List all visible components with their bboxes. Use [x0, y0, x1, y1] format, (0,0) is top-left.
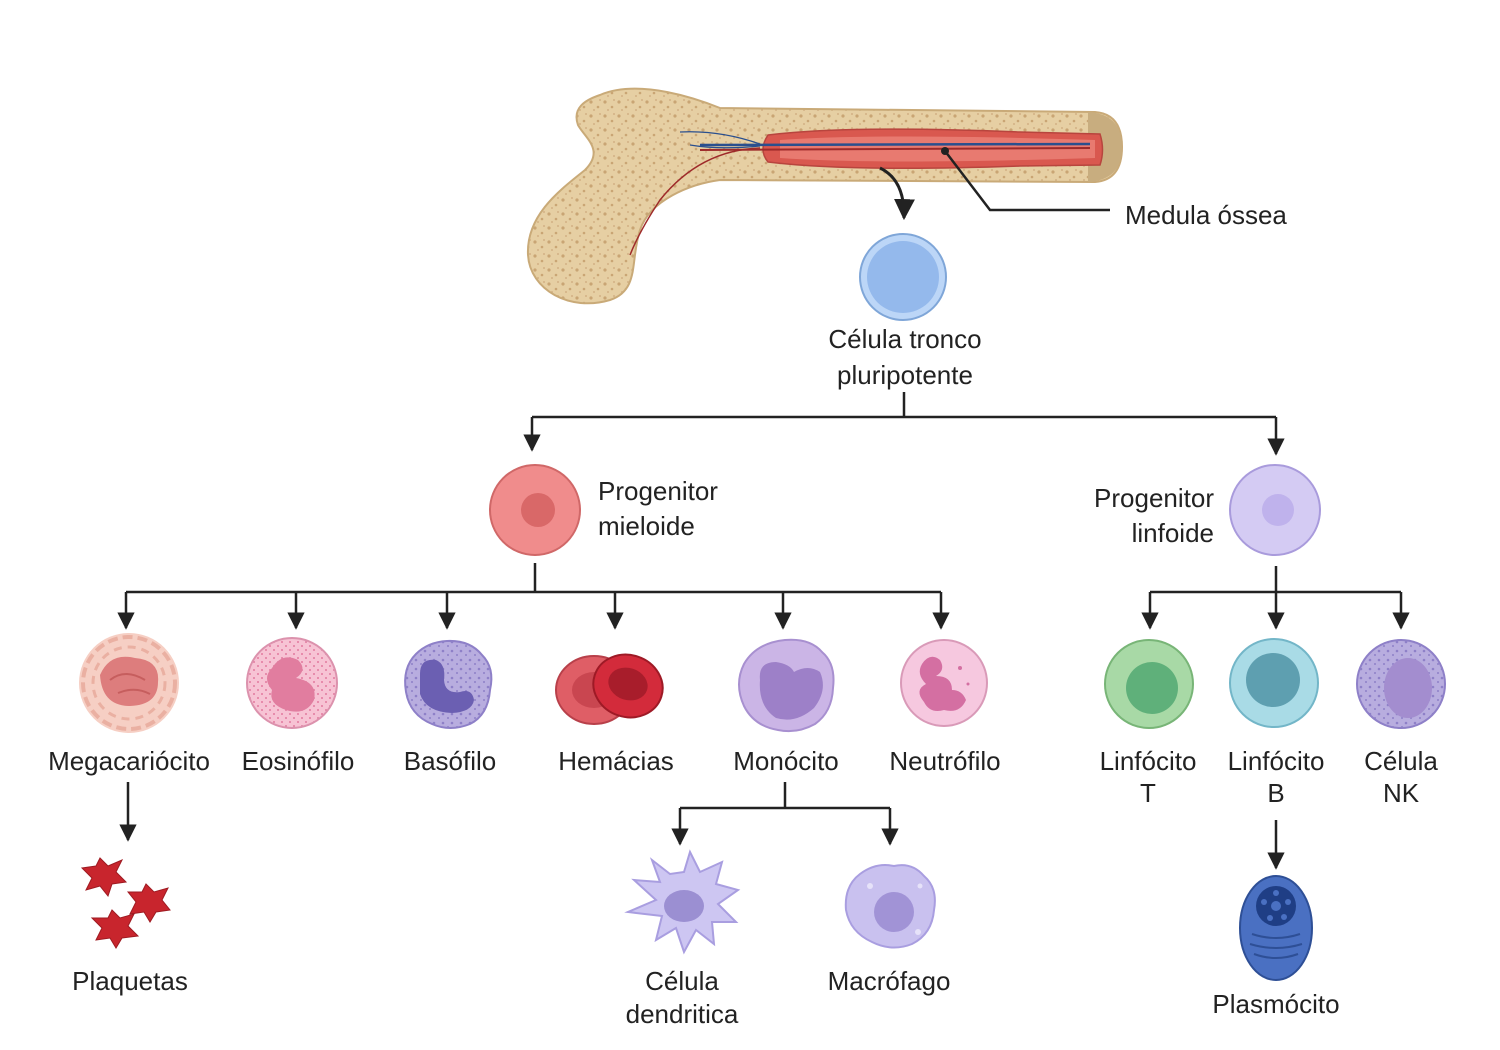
monocyte-icon [738, 638, 835, 733]
bone-marrow-label: Medula óssea [1125, 200, 1287, 230]
neutrophil-icon [900, 639, 988, 727]
monocyte-label: Monócito [733, 746, 839, 776]
stem-cell-label-line2: pluripotente [837, 360, 973, 390]
stem-cell-icon [859, 233, 947, 321]
basophil-label: Basófilo [404, 746, 497, 776]
t-lymphocyte-icon [1104, 639, 1194, 729]
myeloid-progenitor-icon [489, 464, 581, 556]
platelets-icon [80, 857, 171, 949]
nk-cell-icon [1356, 639, 1446, 729]
b-lymphocyte-icon [1229, 638, 1319, 728]
lymphoid-progenitor-icon [1229, 464, 1321, 556]
dendritic-label-line2: dendritica [626, 999, 739, 1029]
lymphoid-label-line2: linfoide [1132, 518, 1214, 548]
dendritic-label-line1: Célula [645, 966, 719, 996]
b-cell-label-line1: Linfócito [1228, 746, 1325, 776]
basophil-icon [404, 639, 493, 729]
nk-cell-label-line2: NK [1383, 778, 1420, 808]
megakaryocyte-icon [79, 633, 179, 733]
eosinophil-label: Eosinófilo [242, 746, 355, 776]
lymphoid-label-line1: Progenitor [1094, 483, 1214, 513]
neutrophil-label: Neutrófilo [889, 746, 1000, 776]
b-cell-label-line2: B [1267, 778, 1284, 808]
dendritic-cell-icon [624, 849, 741, 955]
stem-cell-label-line1: Célula tronco [828, 324, 981, 354]
femur-bone-icon [526, 87, 1124, 305]
marrow-to-stem-arrow [879, 166, 915, 221]
macrophage-icon [844, 864, 936, 949]
plasma-cell-icon [1239, 875, 1313, 981]
eosinophil-icon [246, 637, 338, 729]
platelets-label: Plaquetas [72, 966, 188, 996]
nk-cell-label-line1: Célula [1364, 746, 1438, 776]
erythrocytes-label: Hemácias [558, 746, 674, 776]
megakaryocyte-label: Megacariócito [48, 746, 210, 776]
myeloid-label-line1: Progenitor [598, 476, 718, 506]
plasma-cell-label: Plasmócito [1212, 989, 1339, 1019]
myeloid-label-line2: mieloide [598, 511, 695, 541]
erythrocytes-icon [555, 653, 664, 725]
macrophage-label: Macrófago [828, 966, 951, 996]
t-cell-label-line1: Linfócito [1100, 746, 1197, 776]
marrow-pointer-line [944, 150, 1110, 212]
t-cell-label-line2: T [1140, 778, 1156, 808]
